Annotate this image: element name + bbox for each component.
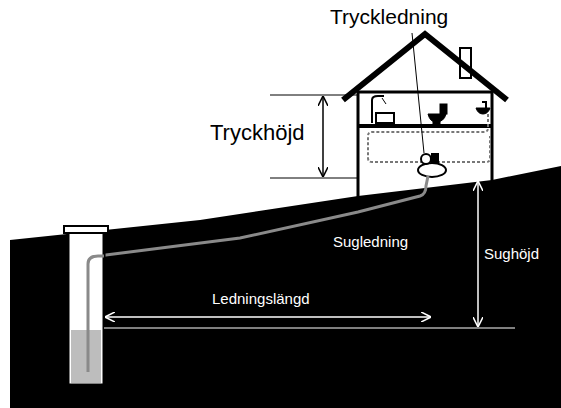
suction-pipe (88, 176, 428, 372)
pipe-label: Tryckledning (330, 5, 448, 28)
ground (10, 166, 561, 408)
dimension-label: Sughöjd (484, 246, 539, 263)
toilet (428, 104, 447, 125)
pump (418, 154, 446, 177)
well-cap (64, 226, 108, 233)
sink (476, 102, 490, 114)
well-water (71, 330, 101, 383)
dimension-line (270, 178, 357, 179)
well-casing (68, 232, 104, 385)
dimension-arrow (106, 316, 430, 318)
shower (372, 96, 394, 123)
roof (343, 34, 507, 100)
dimension-line (270, 95, 357, 96)
pressure-pipe (432, 136, 490, 162)
floor (358, 124, 492, 128)
pipe-label: Sugledning (333, 234, 408, 251)
suction-pipe (88, 256, 104, 372)
leader-line (412, 33, 424, 153)
dimension-arrow (477, 182, 479, 326)
dimension-label: Tryckhöjd (210, 121, 305, 145)
house-wall (358, 92, 492, 198)
dimension-line (104, 328, 515, 329)
dimension-arrow (322, 97, 324, 176)
dimension-label: Ledningslängd (212, 291, 310, 308)
